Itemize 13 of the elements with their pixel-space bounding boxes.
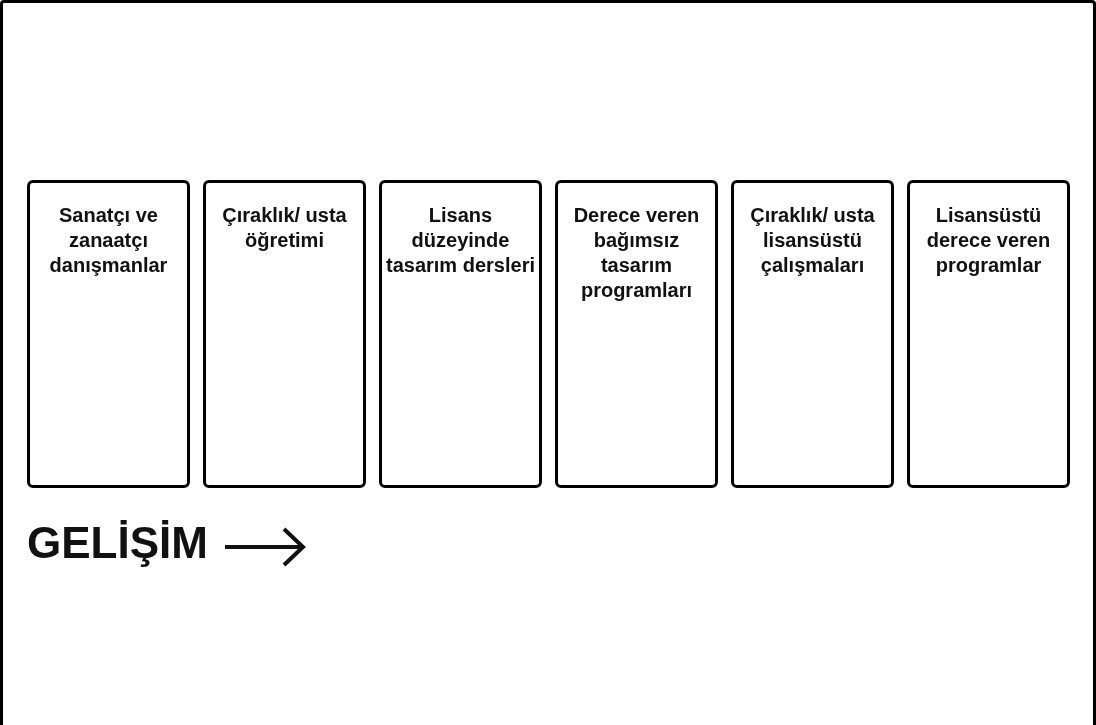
- stage-box: [379, 180, 542, 488]
- stage-box: [203, 180, 366, 488]
- stage-label: Çıraklık/ usta lisansüstü çalışmaları: [749, 203, 876, 278]
- stage-label: Sanatçı ve zanaatçı danışmanlar: [48, 203, 169, 278]
- stage-label: Derece veren bağımsız tasarım programları: [572, 203, 701, 303]
- stage-label: Lisansüstü derece veren programlar: [925, 203, 1052, 278]
- axis-label: GELİŞİM: [27, 517, 208, 569]
- stage-box: [731, 180, 894, 488]
- stage-box: [555, 180, 718, 488]
- stage-box: [27, 180, 190, 488]
- stage-label: Çıraklık/ usta öğretimi: [221, 203, 348, 253]
- stage-box: [907, 180, 1070, 488]
- stage-label: Lisans düzeyinde tasarım dersleri: [385, 203, 536, 278]
